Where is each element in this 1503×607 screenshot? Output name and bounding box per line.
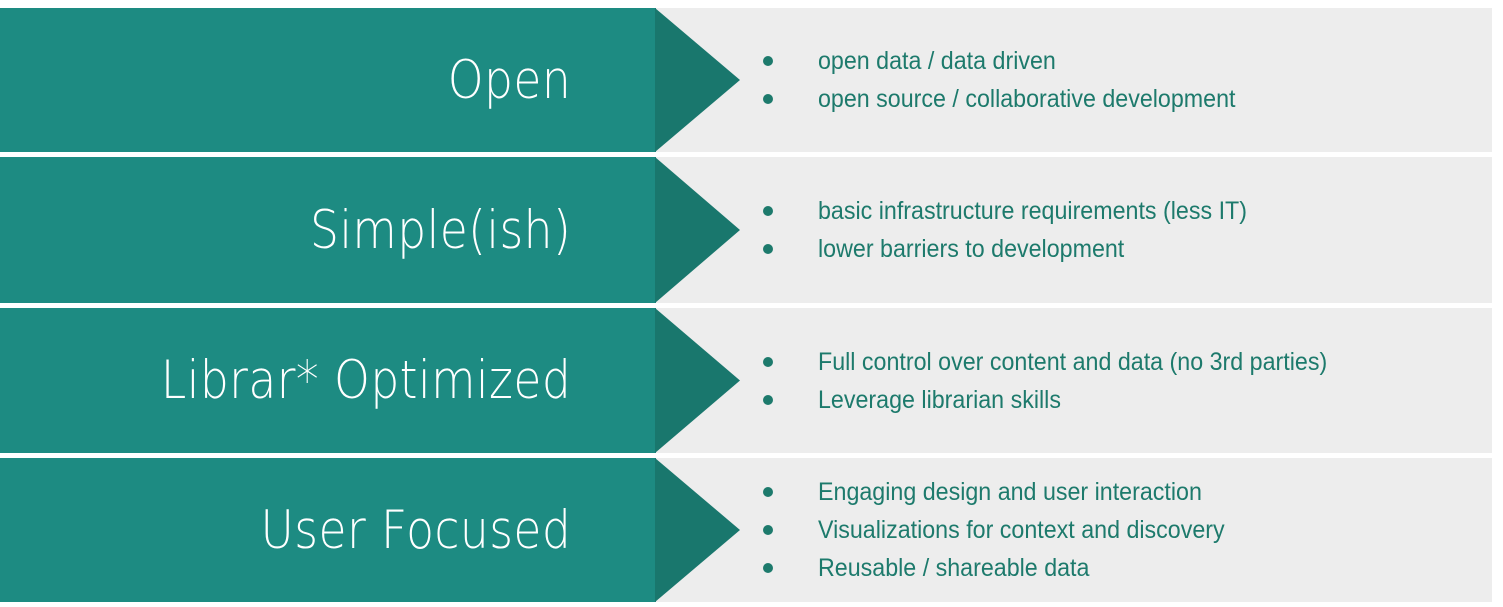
chevron-label: Librar* Optimized	[160, 350, 572, 411]
bullet-text: lower barriers to development	[818, 235, 1125, 263]
list-item: Full control over content and data (no 3…	[760, 343, 1492, 381]
bullet-text: open source / collaborative development	[818, 85, 1236, 113]
chevron-body	[0, 8, 656, 152]
bullet-list: open data / data driven open source / co…	[760, 8, 1492, 152]
chevron-label: User Focused	[260, 499, 572, 561]
bullet-list: Full control over content and data (no 3…	[760, 308, 1492, 453]
chevron-row-open: Open open data / data driven open source…	[0, 8, 1492, 152]
bullet-text: Engaging design and user interaction	[818, 478, 1202, 506]
list-item: basic infrastructure requirements (less …	[760, 192, 1492, 230]
chevron-label: Simple(ish)	[309, 199, 572, 261]
list-item: Engaging design and user interaction	[760, 473, 1492, 511]
list-item: Reusable / shareable data	[760, 549, 1492, 587]
list-item: lower barriers to development	[760, 230, 1492, 268]
bullet-text: open data / data driven	[818, 47, 1056, 75]
bullet-text: basic infrastructure requirements (less …	[818, 197, 1247, 225]
list-item: Visualizations for context and discovery	[760, 511, 1492, 549]
bullet-text: Leverage librarian skills	[818, 385, 1061, 414]
chevron-label: Open	[447, 49, 572, 111]
chevron-row-simple-ish: Simple(ish) basic infrastructure require…	[0, 157, 1492, 303]
list-item: Leverage librarian skills	[760, 381, 1492, 419]
chevron-row-user-focused: User Focused Engaging design and user in…	[0, 458, 1492, 602]
bullet-list: basic infrastructure requirements (less …	[760, 157, 1492, 303]
bullet-list: Engaging design and user interaction Vis…	[760, 458, 1492, 602]
chevron-row-librar-optimized: Librar* Optimized Full control over cont…	[0, 308, 1492, 453]
bullet-text: Reusable / shareable data	[818, 554, 1090, 582]
list-item: open data / data driven	[760, 42, 1492, 80]
chevron-body	[0, 157, 656, 303]
chevron-body	[0, 458, 656, 602]
bullet-text: Full control over content and data (no 3…	[818, 347, 1328, 376]
list-item: open source / collaborative development	[760, 80, 1492, 118]
bullet-text: Visualizations for context and discovery	[818, 516, 1225, 544]
chevron-body	[0, 308, 656, 453]
